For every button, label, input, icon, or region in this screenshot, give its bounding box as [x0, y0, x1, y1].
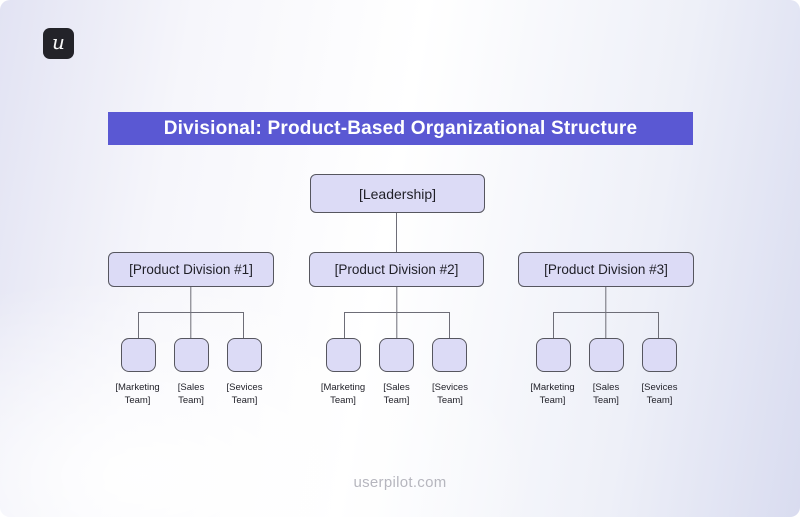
division-group-2: [Product Division #2] [Marketing Team] [… — [309, 252, 484, 407]
team-label: [Sales Team] — [370, 381, 424, 407]
team-label-line2: Team] — [437, 395, 463, 406]
division-2-team-nodes — [309, 338, 484, 372]
team-label-line1: [Marketing — [530, 382, 575, 393]
team-label: [Sales Team] — [164, 381, 218, 407]
team-label-line1: [Marketing — [115, 382, 160, 393]
team-node — [226, 338, 262, 372]
team-node — [432, 338, 467, 372]
connector-bracket — [553, 312, 659, 338]
leadership-label: [Leadership] — [358, 185, 437, 202]
division-node-3: [Product Division #3] — [518, 252, 694, 287]
division-group-3: [Product Division #3] [Marketing Team] [… — [518, 252, 694, 407]
team-label: [Sevices Team] — [218, 381, 272, 407]
team-node — [379, 338, 414, 372]
title-banner: Divisional: Product-Based Organizational… — [108, 112, 693, 145]
team-label-line1: [Sales — [592, 382, 620, 393]
division-3-connectors — [518, 287, 694, 338]
team-node — [120, 338, 156, 372]
team-label-line1: [Sales — [177, 382, 205, 393]
team-label-line2: Team] — [593, 395, 619, 406]
team-label: [Sevices Team] — [423, 381, 477, 407]
team-label: [Marketing Team] — [316, 381, 370, 407]
division-1-connectors — [108, 287, 274, 338]
team-label-line1: [Sevices — [641, 382, 678, 393]
division-1-team-nodes — [108, 338, 274, 372]
team-label: [Sevices Team] — [633, 381, 687, 407]
team-label-line1: [Sevices — [226, 382, 263, 393]
team-label-line2: Team] — [539, 395, 566, 406]
team-label-line2: Team] — [330, 395, 356, 406]
team-label: [Marketing Team] — [526, 381, 580, 407]
division-label: [Product Division #1] — [129, 262, 253, 277]
userpilot-logo-glyph: u — [52, 30, 65, 54]
team-node — [641, 338, 677, 372]
team-label-line2: Team] — [124, 395, 151, 406]
division-node-1: [Product Division #1] — [108, 252, 274, 287]
footer-url: userpilot.com — [353, 474, 447, 491]
team-node — [173, 338, 209, 372]
userpilot-logo: u — [43, 28, 74, 59]
team-label-line2: Team] — [646, 395, 673, 406]
team-label: [Marketing Team] — [111, 381, 165, 407]
division-1-team-labels: [Marketing Team] [Sales Team] [Sevices T… — [108, 381, 274, 407]
connector-bracket — [138, 312, 244, 338]
team-node — [326, 338, 361, 372]
team-node — [535, 338, 571, 372]
team-label-line1: [Sevices — [432, 382, 468, 393]
page-title: Divisional: Product-Based Organizational… — [163, 117, 638, 139]
leadership-connector-line — [396, 213, 398, 252]
division-3-team-nodes — [518, 338, 694, 372]
team-label-line2: Team] — [231, 395, 258, 406]
leadership-node: [Leadership] — [310, 174, 485, 213]
division-2-team-labels: [Marketing Team] [Sales Team] [Sevices T… — [309, 381, 484, 407]
team-label-line2: Team] — [383, 395, 410, 406]
division-node-2: [Product Division #2] — [309, 252, 484, 287]
division-3-team-labels: [Marketing Team] [Sales Team] [Sevices T… — [518, 381, 694, 407]
division-group-1: [Product Division #1] [Marketing Team] [… — [108, 252, 274, 407]
team-label-line1: [Marketing — [320, 382, 366, 393]
team-node — [588, 338, 624, 372]
division-label: [Product Division #3] — [544, 262, 668, 277]
team-label-line2: Team] — [178, 395, 204, 406]
division-2-connectors — [309, 287, 484, 338]
team-label: [Sales Team] — [579, 381, 633, 407]
division-label: [Product Division #2] — [334, 262, 459, 277]
team-label-line1: [Sales — [383, 382, 410, 393]
connector-bracket — [343, 312, 450, 338]
